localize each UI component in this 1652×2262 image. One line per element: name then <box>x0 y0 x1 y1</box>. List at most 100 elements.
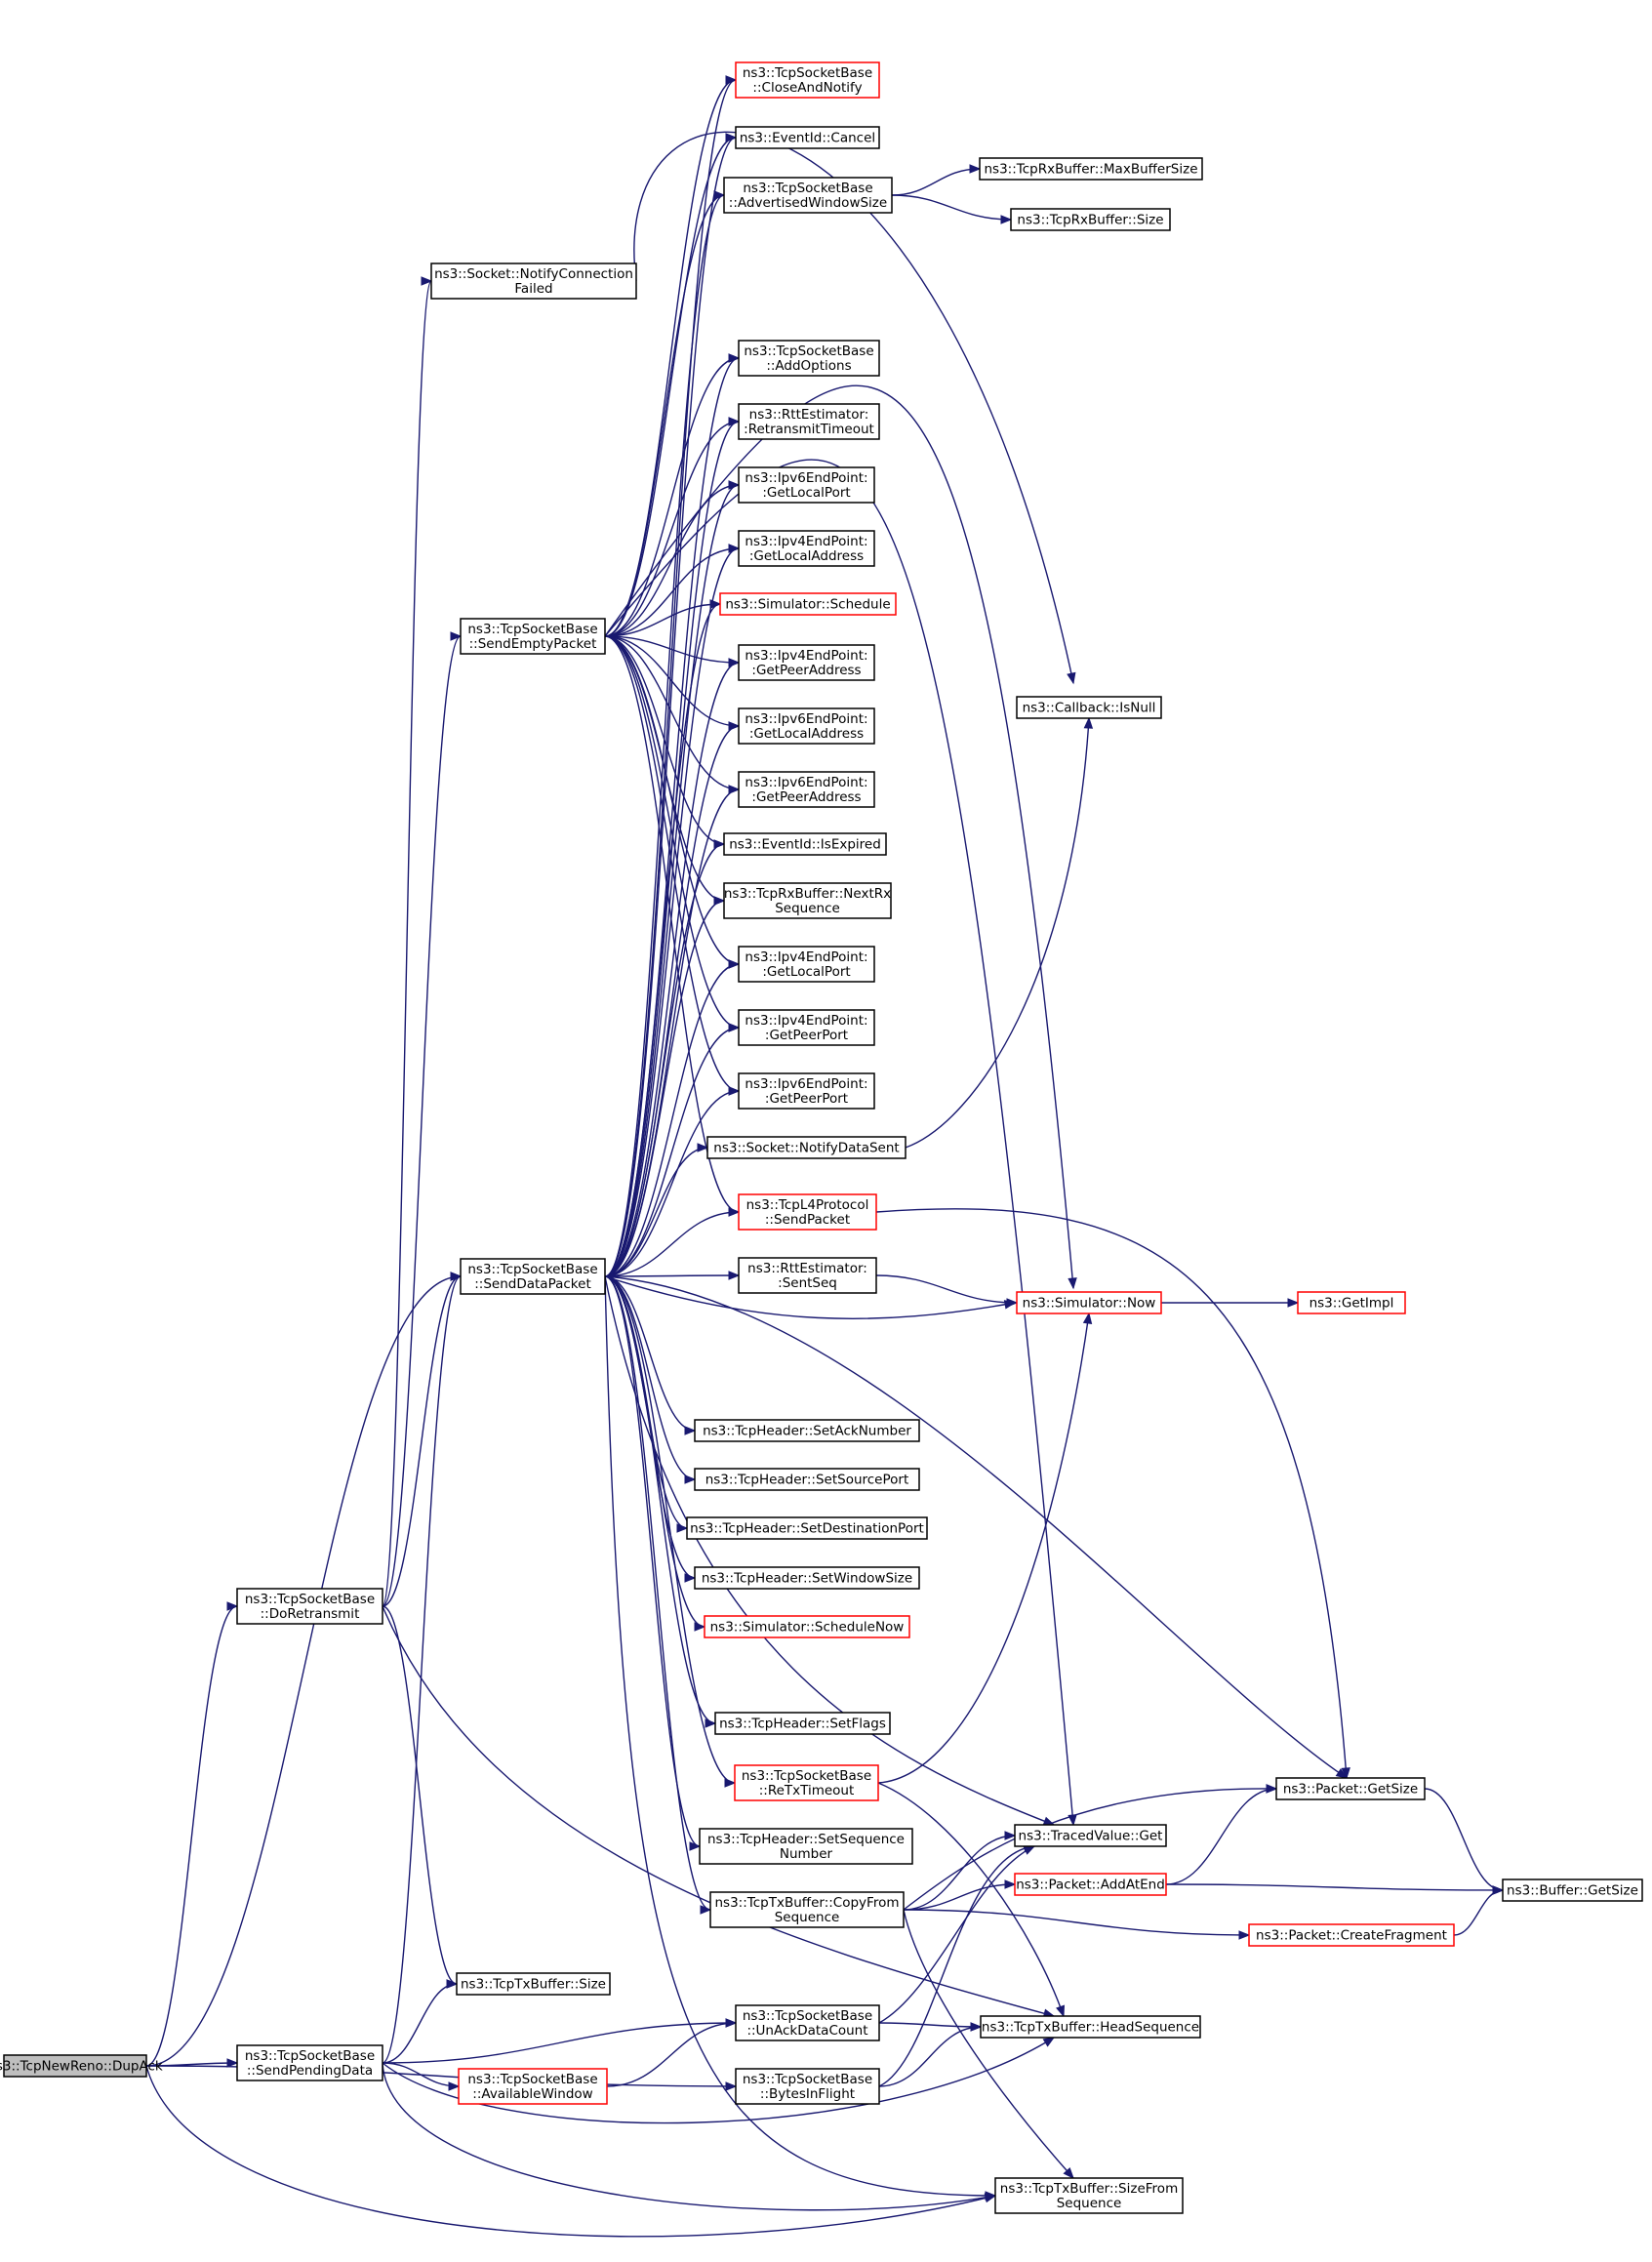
edge-senddata-to-setsrc <box>604 1275 697 1484</box>
node-label: ns3::TcpSocketBase <box>245 1592 375 1607</box>
edge-addatend-to-bufsize <box>1165 1883 1505 1895</box>
node-label: Sequence <box>1057 2196 1122 2211</box>
node-box <box>686 1516 928 1540</box>
edge-copyfrom-to-tvget <box>903 1831 1017 1911</box>
node-label: ::SendDataPacket <box>474 1276 591 1292</box>
node-box <box>694 1419 920 1442</box>
node-availwin[interactable]: ns3::TcpSocketBase::AvailableWindow <box>458 2068 608 2105</box>
node-label: :GetPeerAddress <box>751 789 861 805</box>
edge-doretransmit-to-sendempty <box>382 631 463 1607</box>
node-label: ns3::TcpL4Protocol <box>746 1197 869 1213</box>
node-label: ns3::TcpTxBuffer::Size <box>461 1977 606 1993</box>
node-l4send[interactable]: ns3::TcpL4Protocol::SendPacket <box>738 1193 877 1231</box>
node-label: :SentSeq <box>778 1275 837 1291</box>
node-getimpl[interactable]: ns3::GetImpl <box>1297 1291 1406 1314</box>
node-sentseq[interactable]: ns3::RttEstimator::SentSeq <box>738 1257 877 1294</box>
edge-notifyfailed-to-isnull <box>633 131 1076 685</box>
node-label: ns3::TcpTxBuffer::SizeFrom <box>1000 2181 1178 2197</box>
node-senddata[interactable]: ns3::TcpSocketBase::SendDataPacket <box>460 1258 606 1295</box>
node-label: ::AdvertisedWindowSize <box>729 195 887 211</box>
edge-bif-to-tvget <box>878 1842 1036 2087</box>
node-box <box>1297 1291 1406 1314</box>
node-box <box>699 1828 913 1865</box>
node-setsrc[interactable]: ns3::TcpHeader::SetSourcePort <box>694 1468 920 1491</box>
node-box <box>1016 1291 1162 1314</box>
node-txsize[interactable]: ns3::TcpTxBuffer::Size <box>456 1972 611 1996</box>
edge-sendpending-to-availwin <box>382 2062 461 2091</box>
edge-senddata-to-isexpired <box>604 839 726 1277</box>
node-label: Sequence <box>775 1910 840 1925</box>
node-label: ns3::Ipv6EndPoint: <box>745 1076 867 1092</box>
node-box <box>709 1891 905 1928</box>
node-label: ns3::TcpHeader::SetSequence <box>707 1832 905 1847</box>
node-addopts[interactable]: ns3::TcpSocketBase::AddOptions <box>738 340 880 377</box>
node-now[interactable]: ns3::Simulator::Now <box>1016 1291 1162 1314</box>
node-v6paddr[interactable]: ns3::Ipv6EndPoint::GetPeerAddress <box>738 771 875 808</box>
node-label: ns3::RttEstimator: <box>749 407 869 423</box>
node-setflags[interactable]: ns3::TcpHeader::SetFlags <box>714 1712 891 1735</box>
node-createfrag[interactable]: ns3::Packet::CreateFragment <box>1248 1923 1455 1947</box>
node-headseq[interactable]: ns3::TcpTxBuffer::HeadSequence <box>980 2015 1201 2039</box>
node-isnull[interactable]: ns3::Callback::IsNull <box>1016 696 1162 719</box>
node-setdst[interactable]: ns3::TcpHeader::SetDestinationPort <box>686 1516 928 1540</box>
node-v6pport[interactable]: ns3::Ipv6EndPoint::GetPeerPort <box>738 1072 875 1110</box>
node-v4pport[interactable]: ns3::Ipv4EndPoint::GetPeerPort <box>738 1009 875 1046</box>
node-bif[interactable]: ns3::TcpSocketBase::BytesInFlight <box>735 2068 880 2105</box>
node-notifysent[interactable]: ns3::Socket::NotifyDataSent <box>706 1136 907 1159</box>
node-bufsize[interactable]: ns3::Buffer::GetSize <box>1502 1878 1643 1902</box>
node-rto[interactable]: ns3::RttEstimator::RetransmitTimeout <box>738 403 880 440</box>
edge-senddata-to-v6laddr <box>604 721 741 1277</box>
node-unack[interactable]: ns3::TcpSocketBase::UnAckDataCount <box>735 2004 880 2041</box>
node-setack[interactable]: ns3::TcpHeader::SetAckNumber <box>694 1419 920 1442</box>
node-tvget[interactable]: ns3::TracedValue::Get <box>1014 1824 1167 1847</box>
node-label: ::UnAckDataCount <box>746 2023 867 2039</box>
node-addatend[interactable]: ns3::Packet::AddAtEnd <box>1014 1873 1167 1896</box>
node-pktsize[interactable]: ns3::Packet::GetSize <box>1275 1777 1426 1800</box>
edge-senddata-to-schedule <box>604 599 722 1277</box>
node-box <box>723 882 892 919</box>
node-isexpired[interactable]: ns3::EventId::IsExpired <box>723 832 887 856</box>
node-v4lport[interactable]: ns3::Ipv4EndPoint::GetLocalPort <box>738 946 875 983</box>
edge-senddata-to-sizefrom <box>604 1275 997 2201</box>
node-label: ns3::Buffer::GetSize <box>1507 1883 1638 1899</box>
node-sendempty[interactable]: ns3::TcpSocketBase::SendEmptyPacket <box>460 618 606 655</box>
edge-senddata-to-v4laddr1 <box>604 544 741 1277</box>
node-v4paddr[interactable]: ns3::Ipv4EndPoint::GetPeerAddress <box>738 644 875 681</box>
node-label: ns3::TcpSocketBase <box>743 2008 872 2024</box>
node-schednow[interactable]: ns3::Simulator::ScheduleNow <box>704 1615 910 1638</box>
node-v4laddr1[interactable]: ns3::Ipv4EndPoint::GetLocalAddress <box>738 530 875 567</box>
node-label: ns3::TcpRxBuffer::NextRx <box>724 886 891 902</box>
node-sendpending[interactable]: ns3::TcpSocketBase::SendPendingData <box>236 2044 383 2081</box>
edge-senddata-to-v6lport1 <box>604 480 741 1277</box>
node-dupack[interactable]: ns3::TcpNewReno::DupAck <box>0 2054 163 2078</box>
node-label: ns3::TcpSocketBase <box>744 343 873 359</box>
nodes-layer: ns3::TcpNewReno::DupAckns3::TcpSocketBas… <box>0 61 1643 2214</box>
node-label: :GetPeerAddress <box>751 663 861 678</box>
node-label: ns3::TcpSocketBase <box>743 181 872 196</box>
node-doretransmit[interactable]: ns3::TcpSocketBase::DoRetransmit <box>236 1588 383 1625</box>
node-v6lport1[interactable]: ns3::Ipv6EndPoint::GetLocalPort <box>738 466 875 504</box>
node-maxbuf[interactable]: ns3::TcpRxBuffer::MaxBufferSize <box>979 157 1203 181</box>
edge-advwin-to-maxbuf <box>891 164 982 196</box>
edge-retx-to-headseq <box>877 1782 1066 2018</box>
node-cancel[interactable]: ns3::EventId::Cancel <box>735 126 880 149</box>
node-setwin[interactable]: ns3::TcpHeader::SetWindowSize <box>694 1566 920 1590</box>
node-box <box>694 1566 920 1590</box>
edge-senddata-to-v4lport <box>604 959 741 1277</box>
node-box <box>735 61 880 99</box>
edge-addatend-to-pktsize <box>1165 1784 1278 1885</box>
node-schedule[interactable]: ns3::Simulator::Schedule <box>719 592 897 616</box>
node-rxsize[interactable]: ns3::TcpRxBuffer::Size <box>1010 208 1171 231</box>
node-retx[interactable]: ns3::TcpSocketBase::ReTxTimeout <box>734 1764 879 1801</box>
edge-bif-to-headseq <box>878 2022 983 2087</box>
node-closenotify[interactable]: ns3::TcpSocketBase::CloseAndNotify <box>735 61 880 99</box>
edge-senddata-to-cancel <box>604 133 738 1277</box>
node-label: :GetLocalAddress <box>749 726 864 742</box>
node-advwin[interactable]: ns3::TcpSocketBase::AdvertisedWindowSize <box>723 177 893 214</box>
node-v6laddr[interactable]: ns3::Ipv6EndPoint::GetLocalAddress <box>738 707 875 745</box>
